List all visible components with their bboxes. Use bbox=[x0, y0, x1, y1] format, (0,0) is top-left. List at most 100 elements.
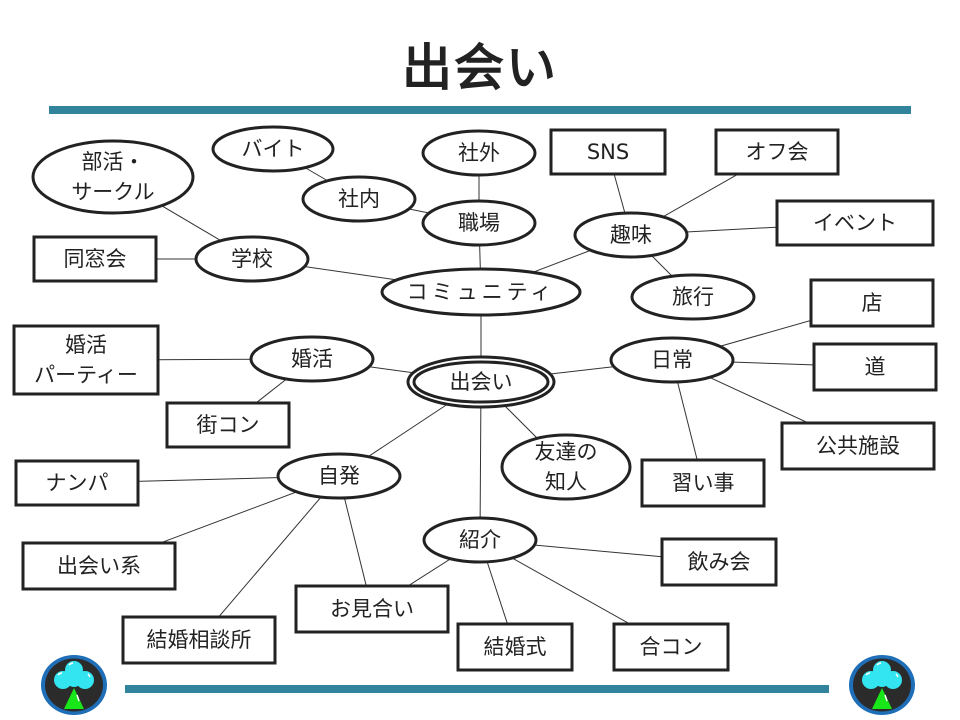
footer-bar bbox=[125, 685, 829, 693]
node-label: 習い事 bbox=[672, 471, 735, 495]
tree-logo-left-icon bbox=[41, 655, 107, 715]
node-ryoko: 旅行 bbox=[630, 273, 756, 321]
node-label: 知人 bbox=[545, 470, 587, 494]
node-goukon: 合コン bbox=[612, 622, 730, 672]
node-box bbox=[812, 342, 938, 392]
node-dousoukai: 同窓会 bbox=[32, 235, 158, 283]
node-label: 出会い系 bbox=[57, 554, 141, 578]
node-label: 旅行 bbox=[672, 285, 714, 309]
node-ellipse bbox=[500, 433, 632, 501]
node-bukatsu: 部活・サークル bbox=[31, 139, 195, 215]
node-jihatsu: 自発 bbox=[276, 452, 402, 500]
node-gakko: 学校 bbox=[194, 235, 310, 283]
node-label: 趣味 bbox=[610, 223, 652, 247]
node-box bbox=[612, 622, 730, 672]
node-koukyou: 公共施設 bbox=[780, 421, 936, 471]
node-label: ナンパ bbox=[46, 471, 109, 495]
node-label: 紹介 bbox=[459, 528, 501, 552]
node-shumi: 趣味 bbox=[573, 211, 689, 259]
node-label: 同窓会 bbox=[64, 247, 127, 271]
node-deaikei: 出会い系 bbox=[21, 541, 177, 591]
node-box bbox=[294, 584, 450, 634]
node-label: バイト bbox=[242, 137, 305, 161]
node-box bbox=[660, 537, 778, 587]
node-label: パーティー bbox=[34, 363, 138, 387]
node-label: 飲み会 bbox=[688, 550, 751, 574]
node-kekkon-soudan: 結婚相談所 bbox=[121, 615, 277, 665]
node-inner-ellipse bbox=[412, 360, 550, 404]
node-box bbox=[14, 459, 140, 507]
node-label: 部活・ bbox=[82, 150, 145, 174]
node-ellipse bbox=[380, 267, 582, 317]
node-ellipse bbox=[276, 452, 402, 500]
node-shokai: 紹介 bbox=[422, 516, 538, 564]
node-nanpa: ナンパ bbox=[14, 459, 140, 507]
node-label: SNS bbox=[587, 140, 629, 164]
node-box bbox=[12, 324, 160, 396]
node-label: 学校 bbox=[231, 247, 273, 271]
node-offkai: オフ会 bbox=[714, 128, 840, 176]
node-box bbox=[775, 199, 935, 247]
node-baito: バイト bbox=[211, 125, 335, 173]
node-label: コミュニティ bbox=[407, 280, 556, 304]
node-label: 公共施設 bbox=[816, 434, 900, 458]
node-label: 街コン bbox=[197, 413, 260, 437]
node-label: 自発 bbox=[318, 464, 360, 488]
node-box bbox=[21, 541, 177, 591]
node-box bbox=[809, 278, 935, 328]
edge-jihatsu-kekkon_soudan bbox=[198, 475, 340, 641]
node-box bbox=[165, 401, 291, 449]
node-mise: 店 bbox=[809, 278, 935, 328]
node-label: 婚活 bbox=[291, 347, 333, 371]
node-michi: 道 bbox=[812, 342, 938, 392]
node-nichijo: 日常 bbox=[609, 336, 735, 384]
node-machikon: 街コン bbox=[165, 401, 291, 449]
node-event: イベント bbox=[775, 199, 935, 247]
node-ellipse bbox=[301, 175, 417, 223]
node-label: オフ会 bbox=[746, 140, 809, 164]
node-shanai: 社内 bbox=[301, 175, 417, 223]
node-label: イベント bbox=[813, 211, 897, 235]
node-box bbox=[714, 128, 840, 176]
node-ellipse bbox=[421, 129, 537, 177]
node-omiai: お見合い bbox=[294, 584, 450, 634]
node-deai: 出会い bbox=[406, 355, 556, 409]
node-ellipse bbox=[630, 273, 756, 321]
tree-logo-right-icon bbox=[849, 655, 915, 715]
node-kekkonshiki: 結婚式 bbox=[456, 622, 574, 672]
node-ellipse bbox=[573, 211, 689, 259]
node-label: 結婚相談所 bbox=[147, 628, 252, 652]
node-ellipse bbox=[249, 335, 375, 383]
node-box bbox=[121, 615, 277, 665]
slide-title: 出会い bbox=[402, 39, 558, 97]
title-underline-bar bbox=[49, 106, 911, 114]
node-label: 友達の bbox=[535, 440, 598, 464]
node-label: 職場 bbox=[458, 211, 500, 235]
node-sns: SNS bbox=[549, 128, 667, 176]
node-box bbox=[32, 235, 158, 283]
node-label: 出会い bbox=[450, 370, 513, 394]
node-label: 結婚式 bbox=[484, 635, 547, 659]
node-shagai: 社外 bbox=[421, 129, 537, 177]
node-ellipse bbox=[422, 516, 538, 564]
node-label: 店 bbox=[862, 291, 883, 315]
node-label: 合コン bbox=[640, 635, 703, 659]
node-label: サークル bbox=[71, 180, 154, 204]
node-nomikai: 飲み会 bbox=[660, 537, 778, 587]
node-shokuba: 職場 bbox=[421, 199, 537, 247]
node-konkatsu: 婚活 bbox=[249, 335, 375, 383]
node-ellipse bbox=[421, 199, 537, 247]
node-ellipse bbox=[31, 139, 195, 215]
node-label: 社内 bbox=[338, 187, 380, 211]
node-label: 社外 bbox=[458, 141, 500, 165]
node-label: 日常 bbox=[651, 348, 693, 372]
node-ellipse bbox=[194, 235, 310, 283]
node-box bbox=[456, 622, 574, 672]
node-label: 婚活 bbox=[65, 333, 107, 357]
node-box bbox=[549, 128, 667, 176]
node-label: お見合い bbox=[330, 597, 414, 621]
